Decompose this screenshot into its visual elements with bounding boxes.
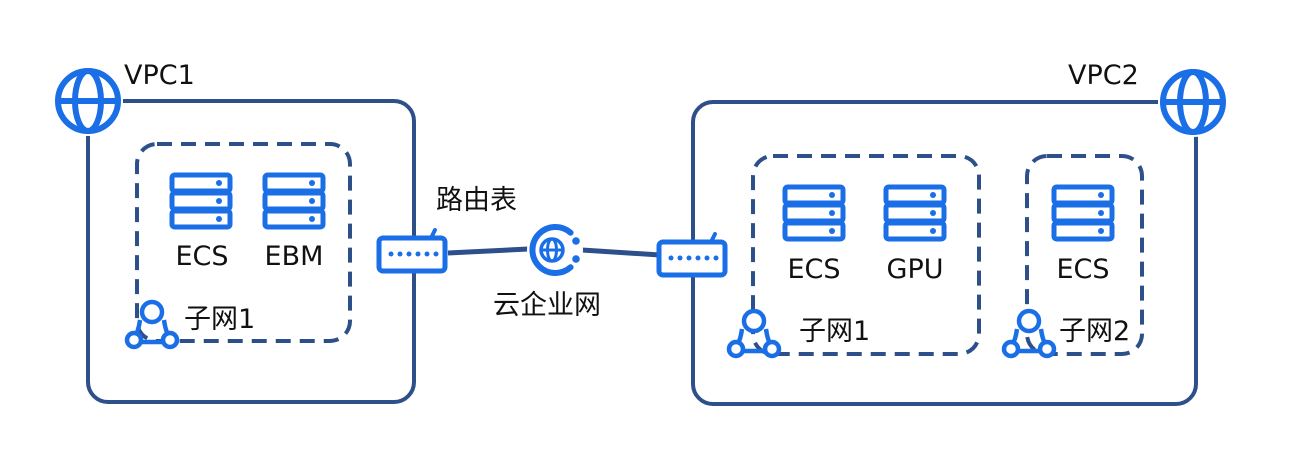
subnet-icon	[1004, 311, 1054, 356]
link-line-vpc2	[581, 247, 661, 258]
server-icon	[172, 175, 230, 227]
vpc2-frame	[691, 100, 1198, 406]
vpc2-subnet2-label: 子网2	[1059, 316, 1131, 347]
cloud-enterprise-network-icon	[527, 222, 583, 278]
vpc2-label: VPC2	[1068, 60, 1139, 91]
vpc1-label: VPC1	[124, 60, 195, 91]
server-label-ecs: ECS	[1056, 254, 1110, 285]
server-label-ecs: ECS	[787, 254, 841, 285]
vpc2-subnet1-label: 子网1	[799, 316, 871, 347]
vpc1-frame	[86, 99, 416, 404]
server-icon	[265, 175, 323, 227]
router-icon	[659, 234, 725, 275]
cloud-network-label: 云企业网	[493, 290, 601, 321]
vpc1-subnet-label: 子网1	[184, 304, 256, 335]
link-line-vpc1	[447, 246, 529, 256]
router-icon	[379, 230, 445, 271]
server-label-gpu: GPU	[886, 254, 944, 285]
vpc2-subnet2-frame	[1025, 154, 1144, 356]
server-label-ecs: ECS	[175, 241, 229, 272]
server-icon	[785, 187, 843, 239]
globe-icon	[53, 66, 123, 136]
server-label-ebm: EBM	[264, 241, 324, 272]
vpc2-subnet1-frame	[751, 154, 981, 356]
vpc1-subnet-frame	[135, 142, 352, 343]
globe-icon	[1158, 67, 1228, 137]
route-table-label: 路由表	[436, 185, 517, 216]
subnet-icon	[127, 302, 177, 347]
server-icon	[1054, 187, 1112, 239]
server-icon	[886, 187, 944, 239]
